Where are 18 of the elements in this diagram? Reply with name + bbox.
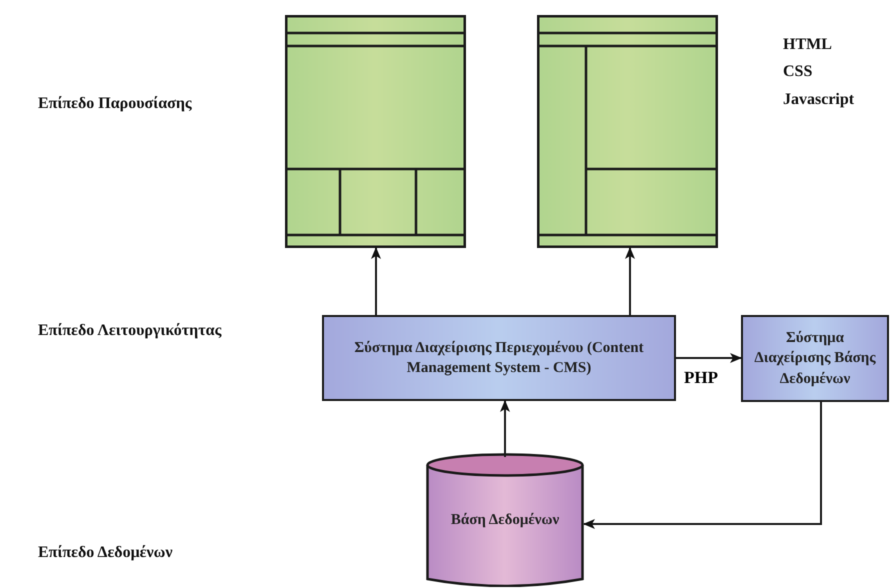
technology-label: CSS xyxy=(783,63,812,81)
layer-label: Επίπεδο Δεδομένων xyxy=(38,544,172,562)
process-box xyxy=(322,315,676,401)
layer-label: Επίπεδο Λειτουργικότητας xyxy=(38,322,222,340)
wireframe-page-drawing xyxy=(285,15,466,248)
arrow xyxy=(676,353,742,363)
node-label: Σύστημα Διαχείρισης Περιεχομένου (Content Management System - CMS) xyxy=(353,338,645,378)
wireframe-page-drawing xyxy=(537,15,718,248)
arrow xyxy=(583,402,822,529)
arrow xyxy=(625,247,635,315)
technology-label: HTML xyxy=(783,36,832,54)
arrow xyxy=(500,400,510,457)
process-box xyxy=(741,315,889,402)
arrow xyxy=(371,247,381,315)
node-label: Σύστημα Διαχείρισης Βάσης Δεδομένων xyxy=(753,329,877,389)
node-label: Βάση Δεδομένων xyxy=(450,510,560,530)
technology-label: Javascript xyxy=(783,91,854,109)
layer-label: Επίπεδο Παρουσίασης xyxy=(38,95,192,113)
